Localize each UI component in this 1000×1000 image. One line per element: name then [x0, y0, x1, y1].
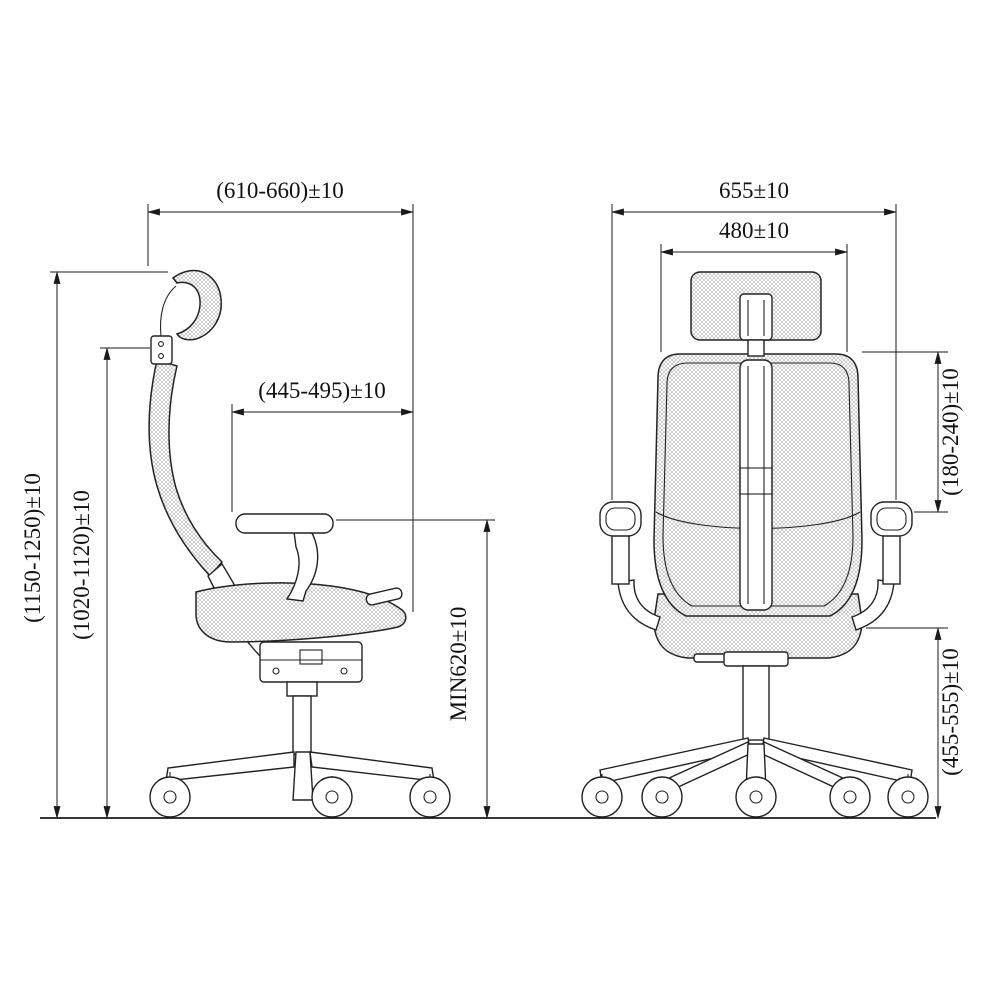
back-mechanism: [723, 651, 789, 667]
side-headrest: [171, 269, 222, 341]
back-gas-column: [742, 665, 770, 741]
side-caster-right: [409, 774, 451, 818]
side-headrest-bracket: [150, 335, 173, 365]
dim-side-depth: (610-660)±10: [146, 178, 415, 612]
chair-back-view: [581, 271, 929, 818]
back-armrest-right: [851, 501, 913, 631]
dim-back-overall-width-label: 655±10: [719, 178, 789, 203]
dim-back-armrest-range-label: (180-240)±10: [938, 368, 963, 496]
dim-side-overall-height: (1150-1250)±10: [20, 270, 168, 820]
side-caster-left: [149, 772, 191, 818]
side-backrest: [148, 359, 224, 578]
dim-side-seat-depth: (445-495)±10: [230, 378, 415, 512]
side-tilt-lever: [365, 587, 403, 606]
dim-side-seat-depth-label: (445-495)±10: [258, 378, 386, 403]
back-caster-mid-right: [829, 776, 871, 818]
side-armrest-pad: [235, 513, 334, 534]
dim-back-backrest-width-label: 480±10: [719, 218, 789, 243]
back-spine: [739, 359, 773, 611]
side-headrest-stem: [159, 285, 177, 337]
back-armrest-left: [599, 501, 661, 631]
dim-side-back-height: (1020-1120)±10: [69, 346, 150, 820]
back-lever: [693, 653, 727, 663]
dim-back-seat-height-label: (455-555)±10: [938, 648, 963, 776]
side-gas-column-collar: [286, 681, 318, 697]
side-base-center-leg: [292, 751, 314, 801]
dim-side-overall-height-label: (1150-1250)±10: [20, 473, 45, 623]
back-caster-far-right: [887, 774, 929, 818]
back-caster-center: [735, 776, 777, 818]
chair-side-view: [148, 269, 451, 818]
dim-back-overall-width: 655±10: [610, 178, 898, 500]
side-gas-column: [292, 695, 312, 755]
dim-side-min-height-label: MIN620±10: [446, 607, 471, 722]
dim-back-backrest-width: 480±10: [659, 218, 849, 352]
dim-side-min-height: MIN620±10: [336, 518, 495, 820]
back-caster-mid-left: [641, 776, 683, 818]
back-backrest-inner-frame: [662, 362, 854, 607]
dim-side-depth-label: (610-660)±10: [216, 178, 344, 203]
back-caster-far-left: [581, 774, 623, 818]
dim-back-armrest-range: (180-240)±10: [862, 350, 963, 514]
side-caster-middle: [311, 776, 353, 818]
dim-back-seat-height: (455-555)±10: [866, 626, 963, 820]
back-headrest-bracket: [739, 293, 773, 357]
side-mechanism: [259, 641, 363, 683]
side-base-left-leg: [165, 751, 295, 782]
dim-side-back-height-label: (1020-1120)±10: [69, 490, 94, 640]
side-armrest-support: [285, 531, 319, 602]
